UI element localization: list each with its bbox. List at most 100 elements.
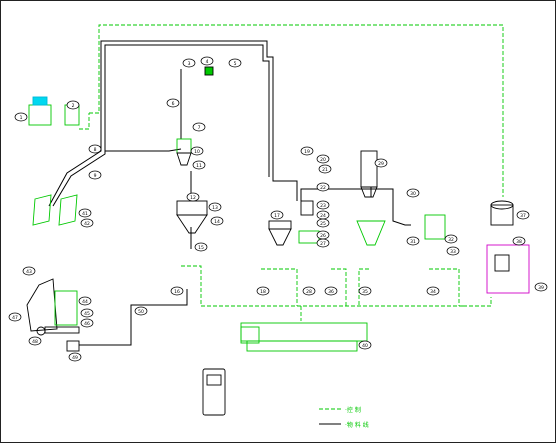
tag-bubble: 10 xyxy=(190,146,204,156)
tag-bubble: 6 xyxy=(166,98,180,108)
tag-bubble: 8 xyxy=(88,144,102,154)
tag-bubble-outline xyxy=(78,296,92,306)
control-line-feeder1 xyxy=(181,265,202,306)
liquid-pump-cabinet xyxy=(486,244,530,294)
tag-bubble: 26 xyxy=(316,230,330,240)
tag-bubble: 14 xyxy=(210,216,224,226)
tag-bubble-number: 48 xyxy=(32,339,38,345)
tag-bubble: 11 xyxy=(192,160,206,170)
tag-bubble-outline xyxy=(192,122,206,132)
tag-bubble-outline xyxy=(358,286,372,296)
tag-bubble: 28 xyxy=(302,286,316,296)
tag-bubble-number: 15 xyxy=(198,245,204,251)
tag-bubble: 39 xyxy=(534,282,548,292)
tag-bubble-outline xyxy=(186,192,200,202)
tag-bubble: 23 xyxy=(316,200,330,210)
tag-bubble-outline xyxy=(78,208,92,218)
tag-bubble-outline xyxy=(426,286,440,296)
tag-bubble: 36 xyxy=(324,286,338,296)
control-line-feeder3 xyxy=(331,268,347,306)
screw-feeder-motor xyxy=(36,326,46,336)
unloading-station xyxy=(28,104,52,126)
tag-bubble: 49 xyxy=(68,352,82,362)
pneumatic-conveying-line xyxy=(48,40,298,207)
tag-bubble-outline xyxy=(68,352,82,362)
tag-bubble-outline xyxy=(88,144,102,154)
tag-bubble-number: 22 xyxy=(320,185,326,191)
tag-bubble: 18 xyxy=(256,286,270,296)
tag-bubble: 37 xyxy=(516,210,530,220)
pneumatic-line-inner xyxy=(52,44,270,207)
tag-bubble-outline xyxy=(28,336,42,346)
tag-bubble-outline xyxy=(210,216,224,226)
tag-bubble-number: 19 xyxy=(304,149,310,155)
tag-bubble-outline xyxy=(80,218,94,228)
vacuum-line-1 xyxy=(105,148,182,152)
tag-bubble-number: 37 xyxy=(520,213,526,219)
tag-bubble: 38 xyxy=(512,236,526,246)
tag-bubble-outline xyxy=(270,210,284,220)
legend: ·控 制 ·物 料 线 xyxy=(345,406,369,429)
tag-bubble-number: 21 xyxy=(322,167,328,173)
control-lines xyxy=(79,24,504,410)
tag-bubble-number: 40 xyxy=(362,343,368,349)
tag-bubble-number: 43 xyxy=(26,269,32,275)
tag-bubble: 25 xyxy=(316,218,330,228)
big-bag-unloader-frame xyxy=(26,278,58,332)
tag-bubble-outline xyxy=(324,286,338,296)
tag-bubble: 9 xyxy=(88,170,102,180)
tag-bubble-outline xyxy=(444,234,458,244)
storage-hopper-2-cone xyxy=(268,228,292,246)
tag-bubble: 21 xyxy=(318,164,332,174)
tag-bubble-outline xyxy=(134,306,148,316)
tag-bubble-outline xyxy=(358,340,372,350)
control-line-top xyxy=(89,24,504,197)
storage-hopper-2 xyxy=(268,220,292,230)
tag-bubble-number: 8 xyxy=(94,147,97,153)
tag-bubble-outline xyxy=(200,56,214,66)
tag-bubble-number: 5 xyxy=(234,61,237,67)
feeder-hopper-4 xyxy=(356,220,386,246)
tag-bubble-number: 29 xyxy=(378,161,384,167)
tag-bubble: 29 xyxy=(374,158,388,168)
tag-bubble-outline xyxy=(534,282,548,292)
extruder-body xyxy=(240,322,368,342)
big-bag-hopper xyxy=(54,290,78,326)
tag-bubble-number: 17 xyxy=(274,213,280,219)
tag-bubble-number: 10 xyxy=(194,149,200,155)
tag-bubble-number: 34 xyxy=(430,289,436,295)
tag-bubble-number: 31 xyxy=(410,239,416,245)
tag-bubble-outline xyxy=(256,286,270,296)
tag-bubble-number: 20 xyxy=(320,157,326,163)
tag-bubble-number: 49 xyxy=(72,355,78,361)
tag-bubble-number: 9 xyxy=(94,173,97,179)
tag-bubble-outline xyxy=(374,158,388,168)
tag-bubble: 5 xyxy=(228,58,242,68)
tag-bubble-number: 25 xyxy=(320,221,326,227)
storage-hopper-1-cone xyxy=(176,214,208,234)
tag-bubble-number: 3 xyxy=(188,61,191,67)
tag-bubble-number: 46 xyxy=(84,321,90,327)
unloading-station-roof xyxy=(32,96,48,106)
tag-bubble-outline xyxy=(316,154,330,164)
tag-bubble: 15 xyxy=(194,242,208,252)
tag-bubble: 42 xyxy=(80,218,94,228)
tag-bubble-outline xyxy=(300,146,314,156)
tag-bubble: 43 xyxy=(22,266,36,276)
equipment xyxy=(26,66,530,416)
legend-control-label: ·控 制 xyxy=(345,406,361,414)
tag-bubble-number: 26 xyxy=(320,233,326,239)
extruder-motor xyxy=(240,326,260,344)
tag-bubble: 24 xyxy=(316,210,330,220)
vacuum-receiver xyxy=(176,138,192,154)
tag-bubble: 4 xyxy=(200,56,214,66)
tag-bubble-outline xyxy=(316,200,330,210)
control-line-left-box xyxy=(79,113,90,130)
tag-bubble: 17 xyxy=(270,210,284,220)
tag-bubble-outline xyxy=(446,246,460,256)
tag-bubble: 1 xyxy=(14,112,28,122)
liquid-pump xyxy=(494,254,510,272)
tag-bubble-number: 6 xyxy=(172,101,175,107)
